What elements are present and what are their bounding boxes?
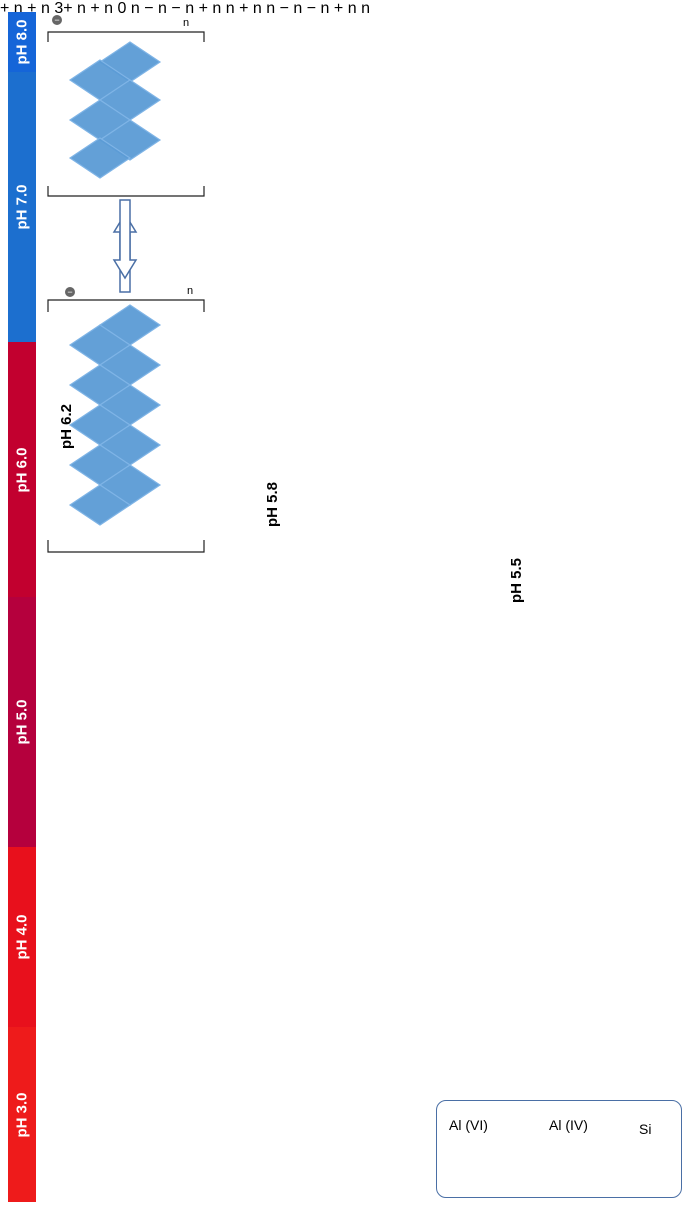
charge-n5: n [77,0,86,17]
charge-n9: n [185,0,195,17]
charge-minus3: − [144,0,154,17]
ph-label-62: pH 6.2 [58,403,76,450]
charge-3plus: 3+ [54,0,73,17]
charge-plus: + [0,0,10,17]
charge-minus3-circle: − n − n + n n + n [58,0,682,1198]
charge-n8: n [158,0,167,17]
charge-plus4-circle: + n n + n n − n − [58,0,682,1198]
charge-plus3: + [90,0,100,17]
ph-bar-4: pH 4.0 [8,847,36,1027]
charge-n12: n [252,0,262,17]
charge-n16: n [347,0,357,17]
al6-sheet-ph8 [69,41,161,179]
si-monomer-mid: − n − n + n n [58,0,682,1198]
ph-bar-3: pH 3.0 [8,1027,36,1202]
charge-n: n [183,17,189,29]
legend-box: Al (VI) Al (IV) Si [436,1100,682,1198]
arrow-up-col2: + n n + n n − n − [58,0,682,1198]
arrow-up-col1-a: + n + n 3+ n + n 0 n [0,0,682,1198]
charge-minus4: − [171,0,181,17]
si-monomer-top: + n n − n − n [58,0,682,1198]
bracket-col1-ph8 [47,31,205,197]
legend-al4-label: Al (IV) [549,1117,588,1133]
charge-plus2-circle: + n 3+ n + n 0 n − n [27,0,682,1198]
charge-n11: n [225,0,235,17]
charge-n6: n [104,0,114,17]
charge-minus2: − [67,287,72,297]
arrow-up-col3: − n + n n pH 6.2 pH 5.8 pH 5.5 Al (VI) A… [58,0,682,1198]
charge-plus3-circle: + n 0 n − n − n + n [58,0,682,1198]
charge-minus6-circle: − n + n n pH 6.2 pH 5.8 pH 5.5 Al (VI) A… [58,0,682,1198]
charge-plus6-circle: + n n pH 6.2 pH 5.8 pH 5.5 Al (VI) Al (I… [58,0,682,1198]
ph-label-55: pH 5.5 [508,557,526,604]
charge-n13: n [266,0,276,17]
ph-bar-6: pH 6.0 [8,342,36,597]
ph-bar-7: pH 7.0 [8,72,36,342]
ph-bar-5: pH 5.0 [8,597,36,847]
charge-minus6: − [306,0,317,17]
charge-minus2-circle [65,287,75,297]
charge-plus5: + [239,0,249,17]
charge-minus5: − [279,0,289,17]
al6-sheet-ph62 [69,304,161,526]
charge-plus-circle: + n + n 3+ n + n 0 n [0,0,682,1198]
legend-al6-label: Al (VI) [449,1117,488,1133]
ph-bar-8: pH 8.0 [8,12,36,72]
si-monomer-center: − n − n + n n + n [58,0,682,1198]
al6-monomer: + n 0 n − n − n + n [58,0,682,1198]
charge-n10: n [212,0,222,17]
charge-n4: n [40,0,50,17]
charge-plus4: + [198,0,208,17]
charge-n15: n [320,0,330,17]
bracket-col1-ph62 [47,299,205,553]
charge-minus-circle [52,15,62,25]
charge-plus2: + [27,0,37,17]
charge-minus5-circle: − n − n + n n [58,0,682,1198]
charge-n3: n [13,0,23,17]
charge-plus5-circle: + n n − n − n [58,0,682,1198]
charge-plus6: + [333,0,344,17]
arrow-up-col1-b: + n 3+ n + n 0 n − n [27,0,682,1198]
double-arrow-col1-down [113,199,137,279]
charge-n7: n [130,0,140,17]
legend-si-label: Si [639,1121,652,1137]
charge-n14: n [293,0,303,17]
charge-n2: n [187,285,193,297]
charge-zero: 0 [117,0,127,17]
charge-minus: − [54,15,59,25]
charge-n17: n [361,0,370,17]
ph-label-58: pH 5.8 [264,481,282,528]
charge-minus4-circle: − n + n n + n n − n [58,0,682,1198]
